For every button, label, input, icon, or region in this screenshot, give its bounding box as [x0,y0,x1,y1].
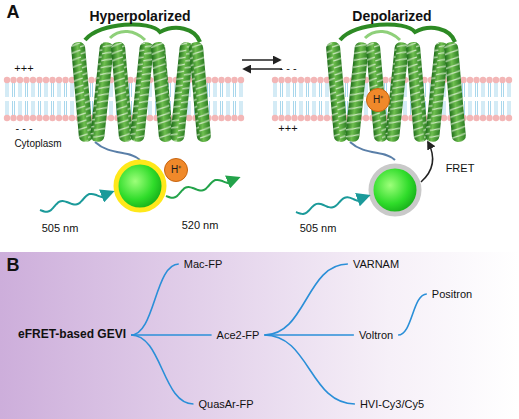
annotation: - - - [279,62,296,74]
node-text: Voltron [359,329,393,341]
fret-arrow [421,142,433,182]
annotation: Hyperpolarized [89,9,190,24]
annotation: - - - [15,122,32,134]
tree-node: Mac-FP [182,257,225,272]
annotation: +++ [278,122,297,134]
rhodopsin-protein [326,24,467,160]
root-label: eFRET-based GEVI [16,327,128,343]
equilibrium-arrow [242,59,280,61]
annotation: 520 nm [182,219,219,231]
tree-node: HVI-Cy3/Cy5 [358,397,426,412]
node-text: eFRET-based GEVI [18,327,126,341]
equilibrium-arrow [244,68,282,70]
node-text: Ace2-FP [217,329,260,341]
tree-node: QuasAr-FP [196,397,255,412]
fluorescent-protein [116,162,164,210]
node-text: Mac-FP [184,258,223,270]
tree-branch [264,264,347,335]
tree-node: Positron [430,287,474,302]
annotation: 505 nm [42,222,79,234]
annotation: FRET [446,162,475,174]
annotation: +++ [14,62,33,74]
tree-node: Ace2-FP [215,328,262,343]
node-text: H⁺ [373,94,383,106]
tree-node: Voltron [357,328,395,343]
node-text: Positron [432,288,472,300]
node-text: H⁺ [171,164,181,176]
tree-branch [131,334,212,336]
tree-branch [131,264,179,335]
fluorescent-protein [371,166,419,214]
panel-background [0,252,519,419]
annotation: Cytoplasm [14,138,61,149]
node-text: VARNAM [353,258,399,270]
node-text: HVI-Cy3/Cy5 [360,398,424,410]
tree-branch [264,335,355,404]
light-arrow [296,196,368,214]
panel-letter: A [7,3,20,23]
rhodopsin-protein [71,24,212,160]
panel-letter: B [7,256,20,276]
tree-branch [264,334,353,336]
tree-branch [131,335,193,404]
node-text: QuasAr-FP [198,398,253,410]
annotation: 505 nm [300,222,337,234]
light-arrow [40,192,112,212]
tree-branch [398,294,427,335]
annotation: Depolarized [352,9,431,24]
proton-circle: H⁺ [366,88,390,112]
tree-node: VARNAM [351,257,401,272]
proton-circle: H⁺ [164,158,188,182]
